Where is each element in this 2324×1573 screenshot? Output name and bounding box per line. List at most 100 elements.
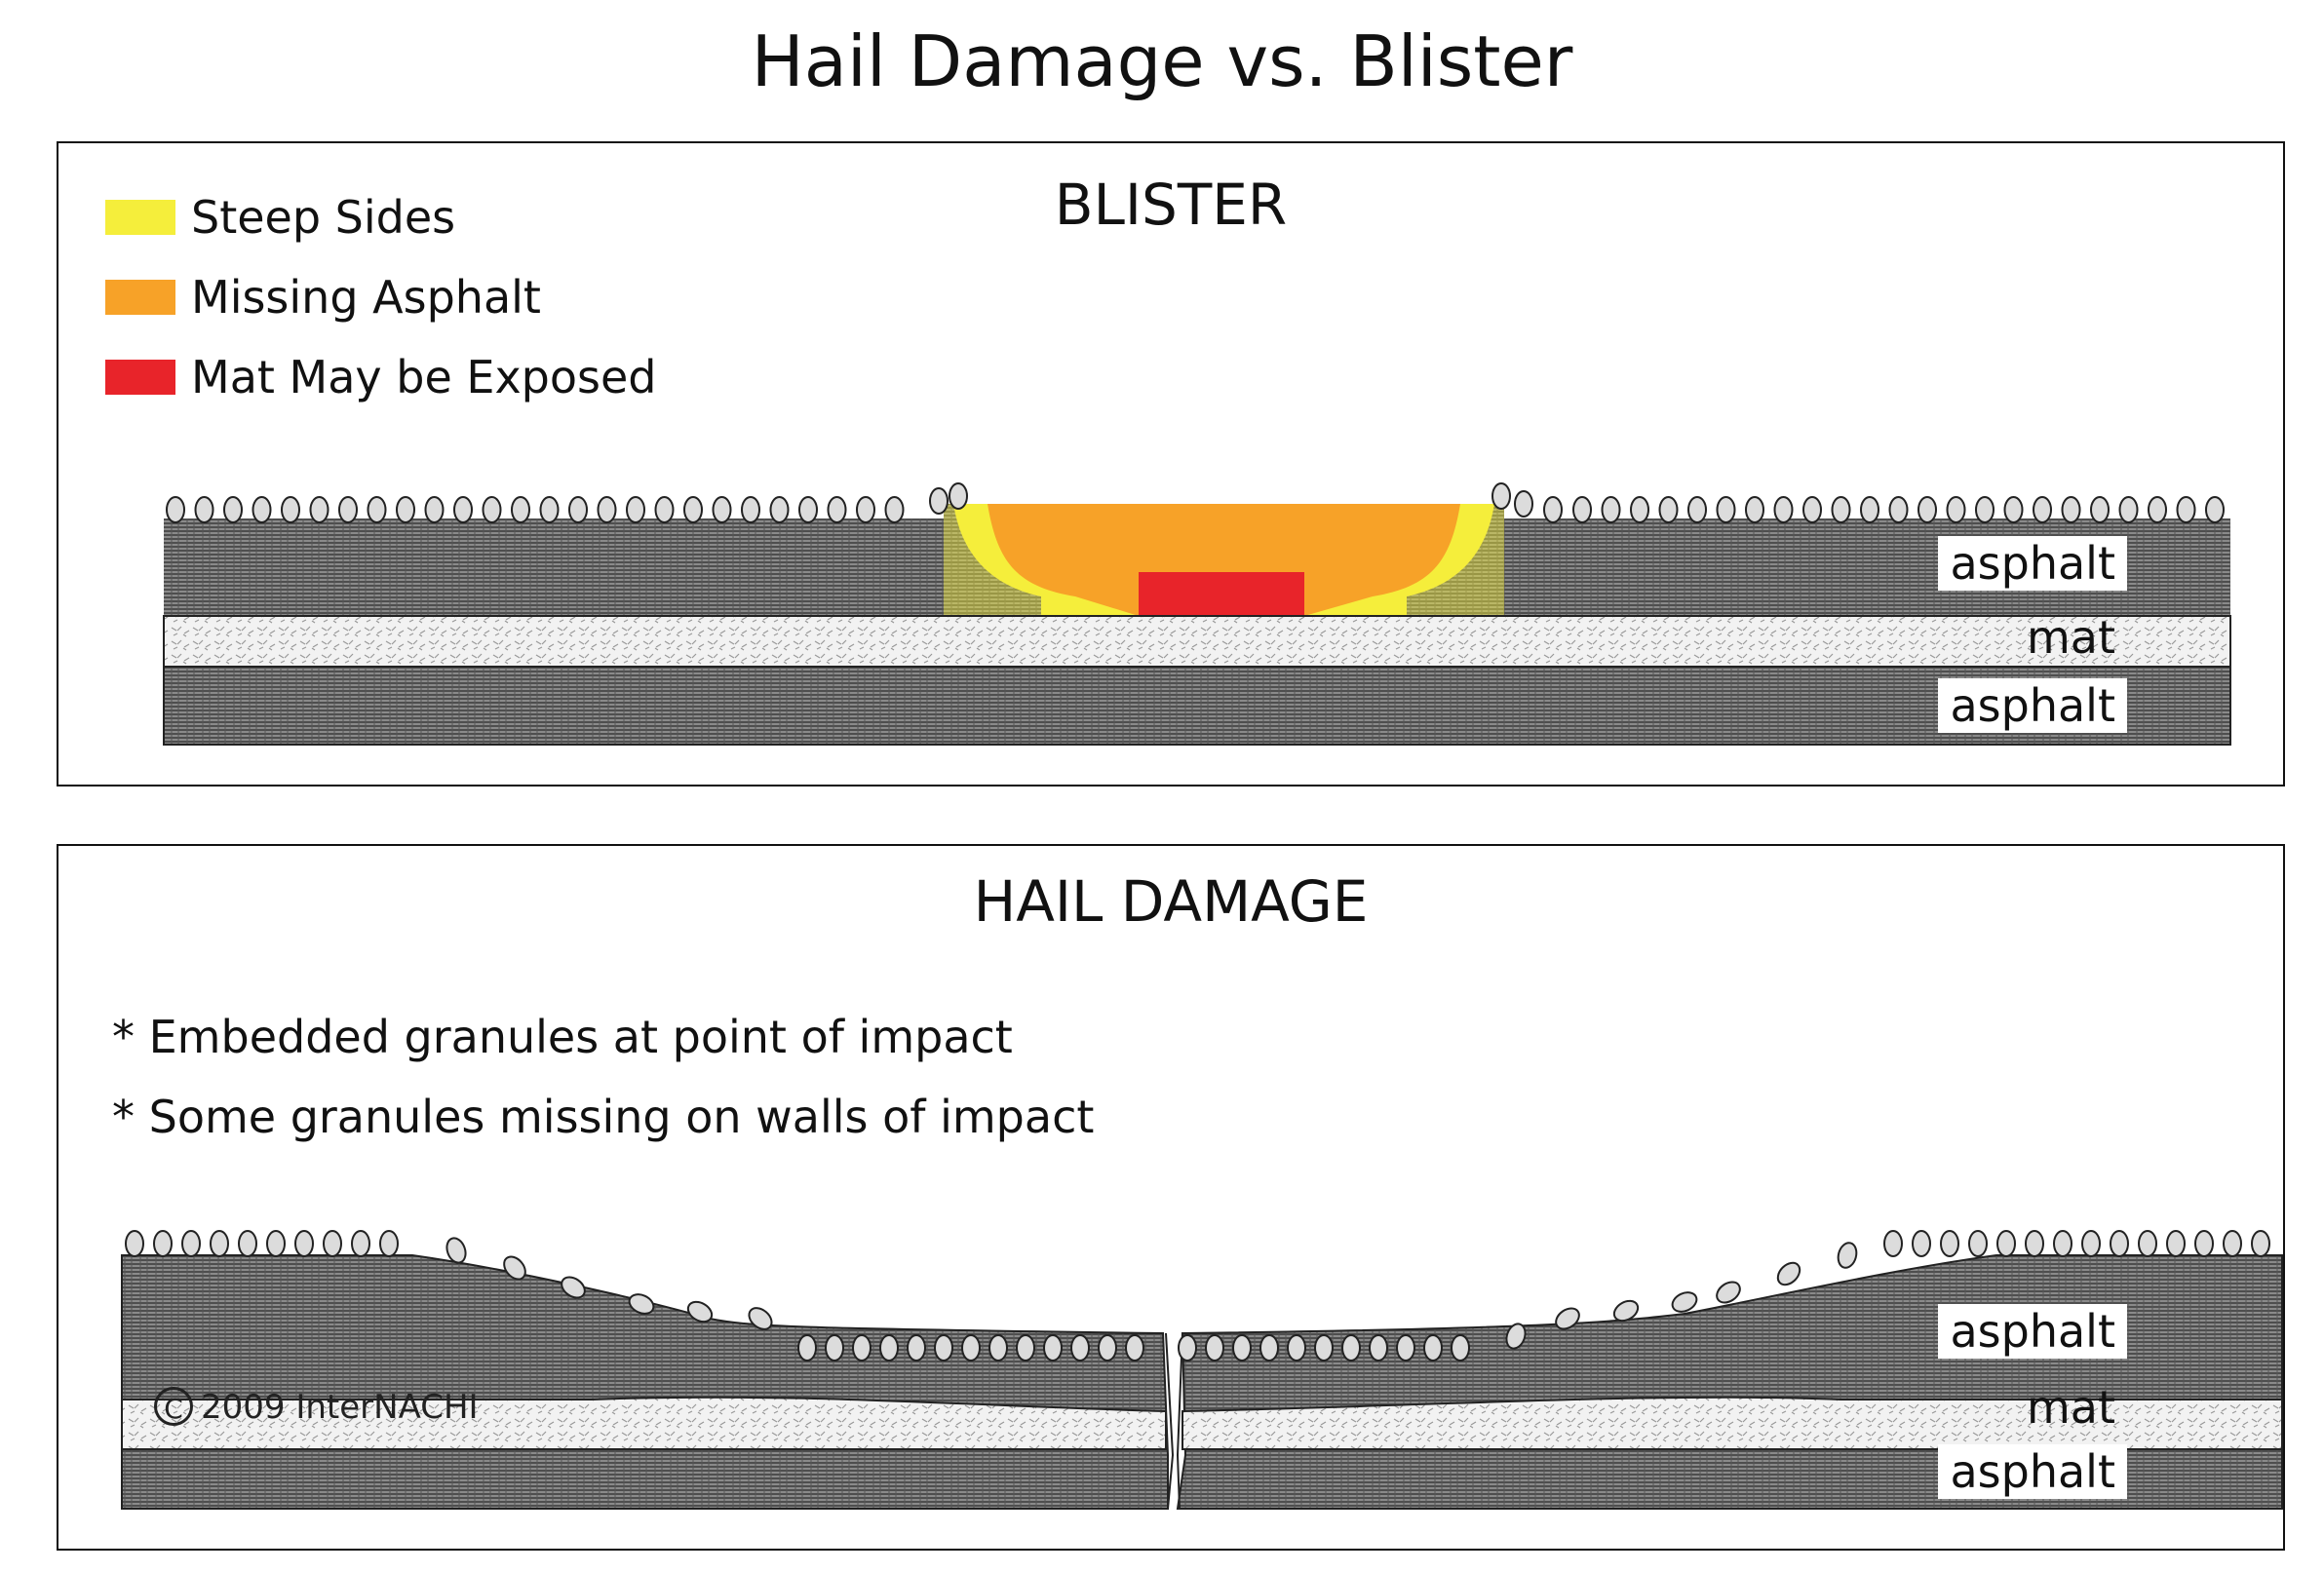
hail-panel: HAIL DAMAGE * Embedded granules at point…: [57, 844, 2285, 1551]
granule: [1946, 496, 1966, 523]
page-title: Hail Damage vs. Blister: [751, 20, 1573, 102]
hail-layer-label-asphalt-top: asphalt: [1938, 1304, 2127, 1359]
hail-mat-right: [1181, 1396, 2283, 1450]
granule: [2194, 1230, 2214, 1257]
granule: [1314, 1334, 1334, 1362]
granule: [856, 496, 875, 523]
granule: [929, 487, 949, 515]
granule: [879, 1334, 899, 1362]
granule: [1968, 1230, 1988, 1257]
granule: [1716, 1281, 1741, 1304]
granule: [1505, 1323, 1527, 1350]
granule: [2090, 496, 2110, 523]
granule: [181, 1230, 201, 1257]
granule: [825, 1334, 844, 1362]
hail-layer-label-asphalt-bottom: asphalt: [1938, 1444, 2127, 1499]
granule: [907, 1334, 926, 1362]
granule: [1837, 1242, 1858, 1269]
granule: [424, 496, 445, 523]
granule: [194, 496, 214, 523]
granule: [2110, 1230, 2129, 1257]
granule: [597, 496, 617, 523]
hail-notes: * Embedded granules at point of impact *…: [112, 1010, 1094, 1170]
granule: [1205, 1334, 1224, 1362]
blister-layer-label-mat: mat: [2026, 611, 2115, 664]
granule: [1630, 496, 1649, 523]
granule: [626, 496, 645, 523]
granule: [2081, 1230, 2101, 1257]
granule: [1491, 482, 1511, 510]
granule: [309, 496, 329, 523]
granule: [1687, 496, 1707, 523]
granule: [1860, 496, 1879, 523]
legend-label-mat-exposed: Mat May be Exposed: [191, 351, 657, 403]
granule: [1451, 1334, 1470, 1362]
granule: [797, 1334, 817, 1362]
granule: [961, 1334, 981, 1362]
granule: [654, 496, 675, 523]
granule: [2205, 496, 2225, 523]
granule: [934, 1334, 953, 1362]
blister-mat-layer: [163, 615, 2231, 668]
granule: [2138, 1230, 2157, 1257]
granule: [2148, 496, 2167, 523]
granule: [338, 496, 358, 523]
granule: [1232, 1334, 1252, 1362]
granule: [2003, 496, 2024, 523]
granule: [153, 1230, 173, 1257]
blister-asphalt-bottom: [163, 666, 2231, 746]
legend-label-steep-sides: Steep Sides: [191, 191, 456, 244]
hail-heading: HAIL DAMAGE: [973, 868, 1369, 935]
blister-cross-section: [163, 482, 2231, 746]
legend-swatch-steep-sides: [105, 200, 175, 235]
granule: [2025, 1230, 2044, 1257]
granule: [1369, 1334, 1388, 1362]
granule: [712, 496, 732, 523]
granule: [1341, 1334, 1361, 1362]
granule: [125, 1230, 144, 1257]
granule: [482, 496, 502, 523]
granule: [1658, 496, 1679, 523]
granule: [628, 1293, 655, 1315]
granule: [2223, 1230, 2242, 1257]
granule: [884, 496, 905, 523]
granule: [1514, 490, 1533, 518]
hail-layer-label-mat: mat: [2026, 1381, 2115, 1434]
blister-layer-label-asphalt-top: asphalt: [1938, 536, 2127, 591]
granule: [1802, 496, 1822, 523]
blister-heading: BLISTER: [1054, 172, 1288, 238]
granule: [323, 1230, 342, 1257]
hail-granules: [125, 1230, 2270, 1362]
granule: [561, 1276, 586, 1299]
granule: [1098, 1334, 1117, 1362]
copyright-icon: C: [154, 1387, 193, 1426]
blister-missing-asphalt: [988, 504, 1460, 616]
granule: [1831, 496, 1851, 523]
granule: [1016, 1334, 1035, 1362]
hail-impact-crack: [1165, 1332, 1183, 1510]
granule: [1745, 496, 1764, 523]
granule: [1543, 496, 1563, 523]
granule: [2166, 1230, 2186, 1257]
granule: [351, 1230, 370, 1257]
granule: [1996, 1230, 2016, 1257]
granule: [2033, 496, 2052, 523]
granule: [445, 1237, 467, 1264]
granule: [748, 1307, 773, 1330]
granule: [1259, 1334, 1279, 1362]
blister-granules: [166, 482, 2225, 523]
granule: [1975, 496, 1995, 523]
granule: [2251, 1230, 2270, 1257]
granule: [1888, 496, 1909, 523]
granule: [769, 496, 790, 523]
granule: [266, 1230, 286, 1257]
copyright-text: 2009 InterNACHI: [201, 1388, 479, 1427]
granule: [1043, 1334, 1063, 1362]
granule: [683, 496, 703, 523]
legend-swatch-missing-asphalt: [105, 280, 175, 315]
granule: [568, 496, 588, 523]
granule: [1883, 1230, 1903, 1257]
granule: [539, 496, 560, 523]
granule: [210, 1230, 229, 1257]
granule: [294, 1230, 314, 1257]
